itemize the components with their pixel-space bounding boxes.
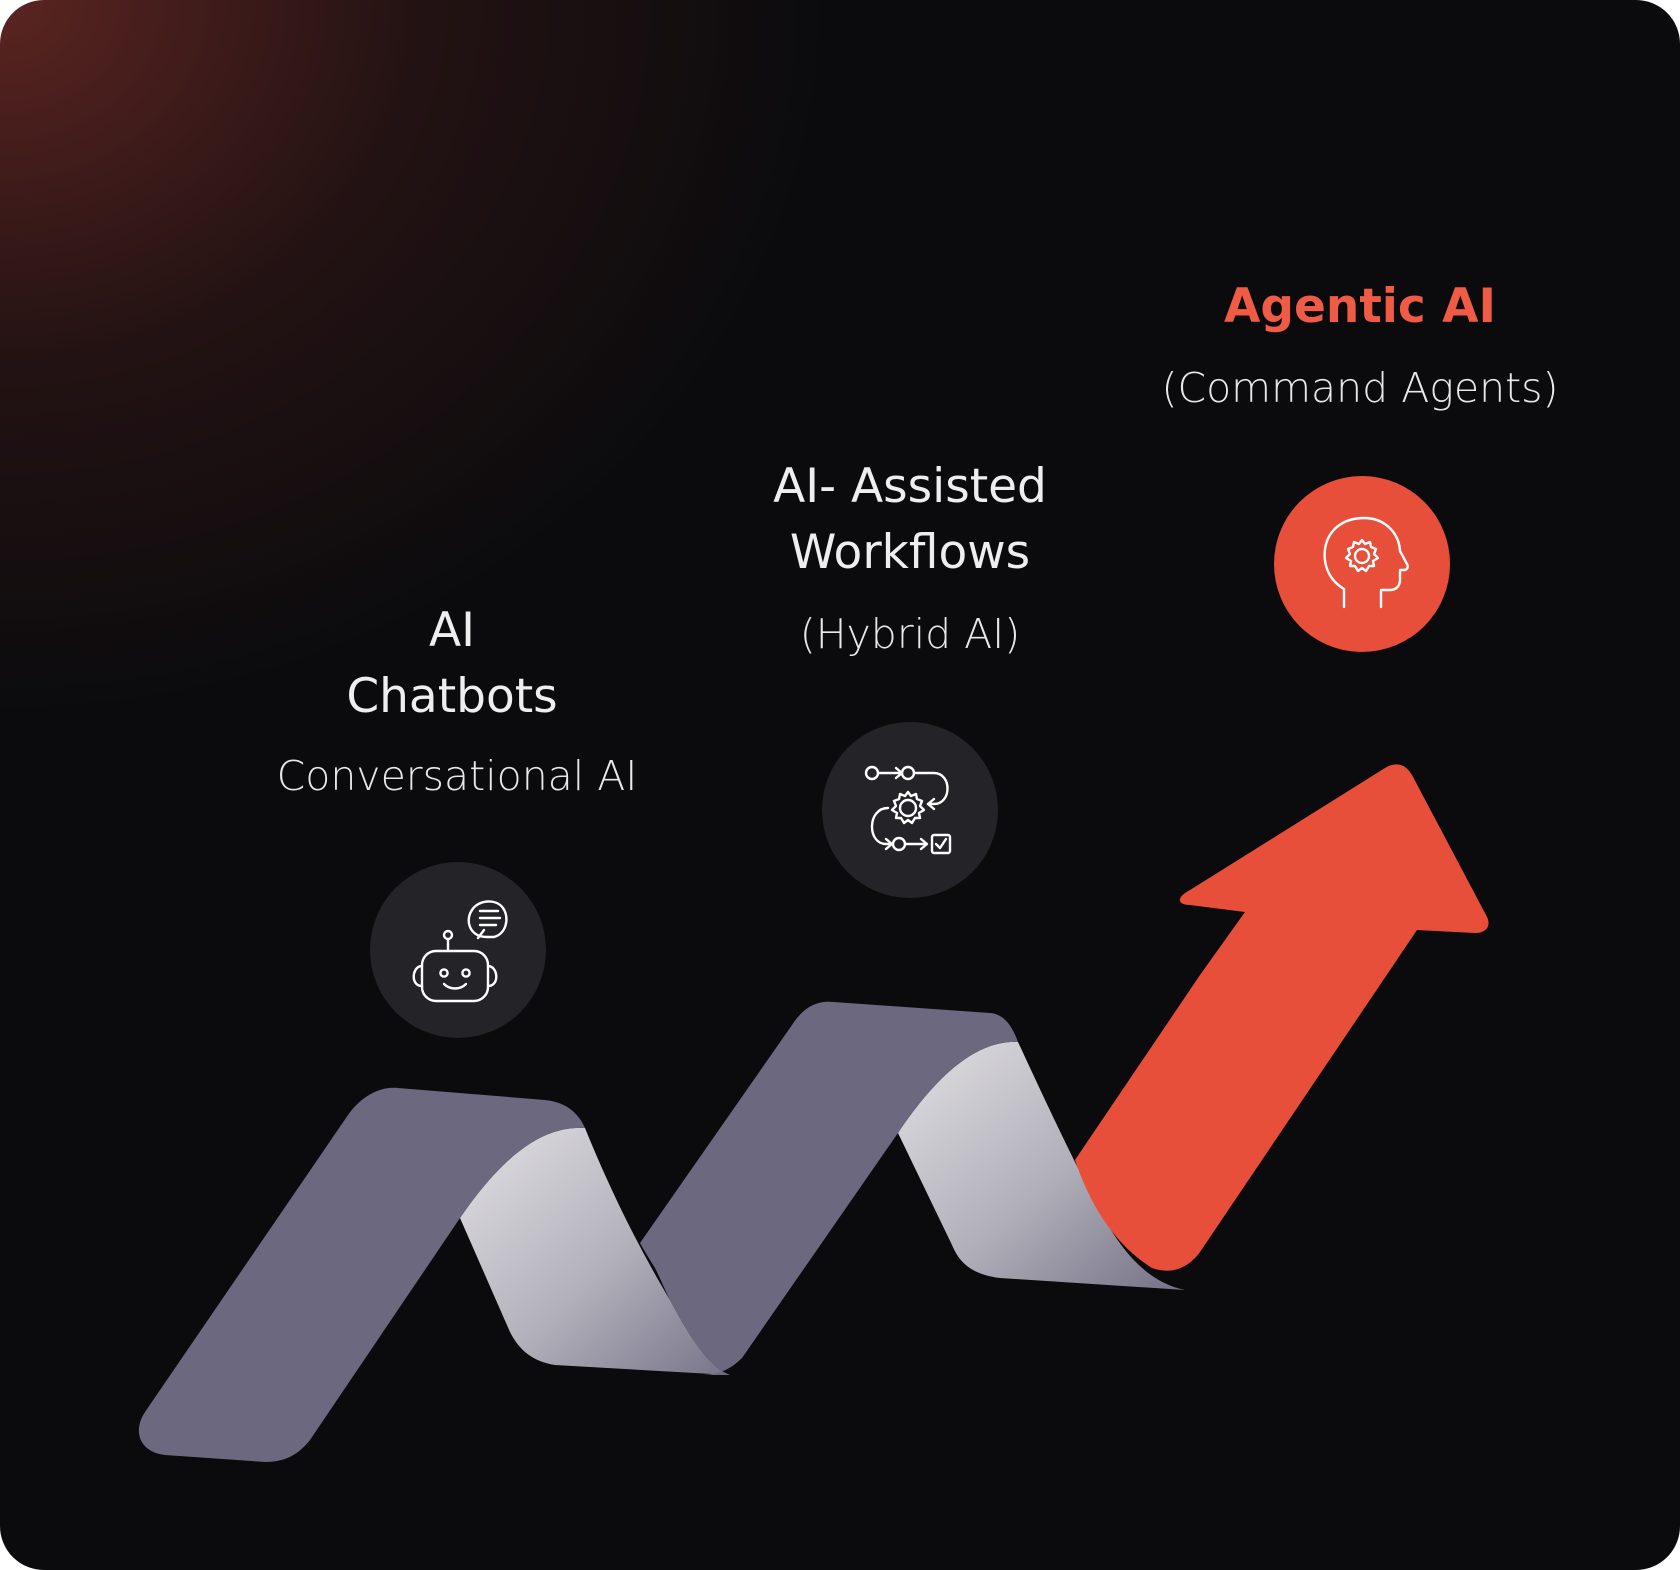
stage1-subtitle: Conversational AI: [276, 752, 638, 800]
ribbon-fold-1: [460, 1127, 730, 1375]
agentic-icon-circle: [1274, 476, 1450, 652]
head-gear-icon: [1323, 516, 1409, 609]
workflow-icon-circle: [822, 722, 998, 898]
ribbon-band-2: [640, 1001, 1018, 1375]
ribbon-band-1: [138, 1087, 585, 1462]
chatbot-icon-circle: [370, 862, 546, 1038]
ribbon-fold-2: [898, 1041, 1185, 1290]
stage1-title: AI Chatbots: [252, 598, 652, 730]
stage1-title-line2: Chatbots: [346, 669, 558, 724]
stage2-title-line2: Workflows: [789, 525, 1031, 580]
stage1-title-line1: AI: [428, 603, 475, 658]
stage2-title-line1: AI- Assisted: [773, 459, 1047, 514]
stage3-subtitle: (Command Agents): [1161, 364, 1559, 412]
growth-arrow: [1075, 764, 1489, 1271]
workflow-gear-icon: [864, 765, 952, 855]
stage2-subtitle: (Hybrid AI): [799, 610, 1021, 658]
chatbot-icon: [412, 900, 508, 1003]
stage2-title: AI- Assisted Workflows: [705, 454, 1115, 586]
stage3-title: Agentic AI: [1223, 279, 1497, 334]
